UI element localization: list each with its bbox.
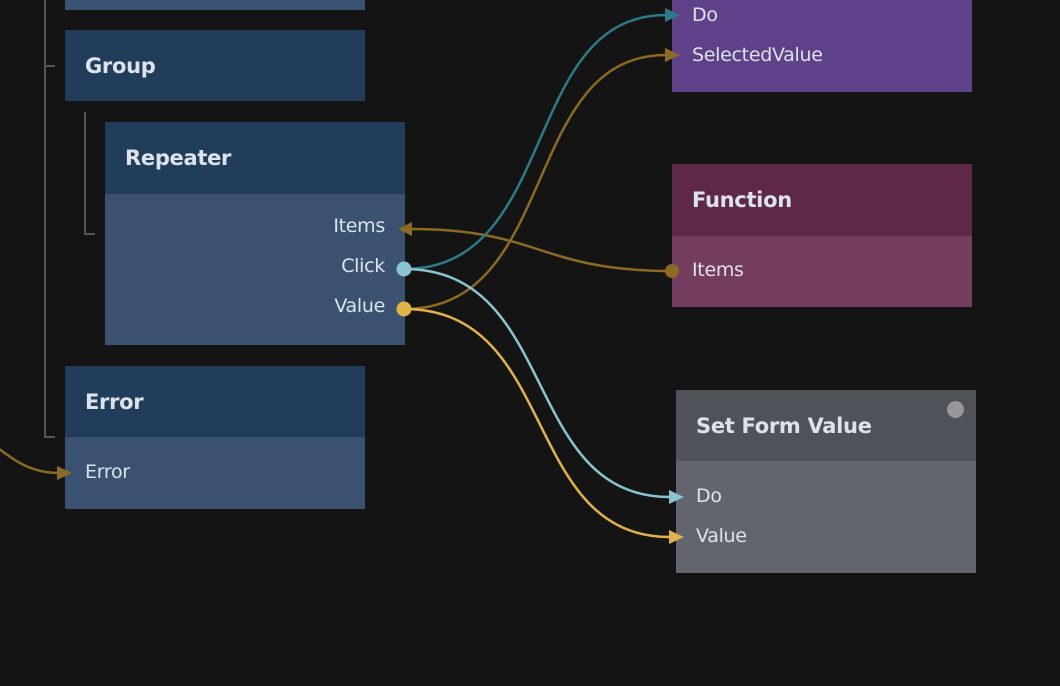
- dot-click[interactable]: [396, 261, 412, 277]
- arrow-sfv-value-icon: [669, 530, 684, 544]
- wire-items[interactable]: [409, 227, 673, 273]
- port-do[interactable]: Do: [692, 4, 718, 26]
- tree-line-outer: [44, 0, 46, 438]
- group-node[interactable]: Group: [65, 30, 365, 101]
- arrow-sfv-do-icon: [669, 490, 684, 504]
- arrow-error-icon: [57, 466, 72, 480]
- function-node[interactable]: Function Items: [672, 164, 972, 307]
- arrow-do-icon: [665, 8, 680, 22]
- error-node[interactable]: Error Error: [65, 366, 365, 509]
- port-sfv-value[interactable]: Value: [696, 525, 747, 547]
- error-node-title: Error: [65, 366, 365, 437]
- port-selectedvalue[interactable]: SelectedValue: [692, 44, 823, 66]
- tree-branch-error: [44, 436, 55, 438]
- set-form-value-node[interactable]: Set Form Value Do Value: [676, 390, 976, 573]
- logic-node[interactable]: Do SelectedValue: [672, 0, 972, 92]
- wire-value-sfv-value[interactable]: [403, 307, 671, 539]
- dot-function-items: [665, 264, 679, 278]
- port-sfv-do[interactable]: Do: [696, 485, 722, 507]
- tree-branch-group: [44, 65, 55, 67]
- tree-line-inner: [84, 112, 86, 235]
- repeater-node-title: Repeater: [105, 122, 405, 194]
- port-value[interactable]: Value: [334, 295, 385, 317]
- repeater-node[interactable]: Repeater Items Click Value: [105, 122, 405, 345]
- set-form-value-title: Set Form Value: [676, 390, 976, 461]
- group-node-title: Group: [65, 30, 365, 101]
- wire-value-selected[interactable]: [403, 53, 667, 311]
- port-error[interactable]: Error: [85, 461, 130, 483]
- tree-branch-repeater: [84, 233, 95, 235]
- wire-click-sfv-do[interactable]: [403, 267, 671, 499]
- wire-click-do[interactable]: [403, 13, 667, 271]
- port-items[interactable]: Items: [333, 215, 385, 237]
- port-function-items[interactable]: Items: [692, 259, 744, 281]
- status-dot-icon: [947, 401, 964, 418]
- dot-value[interactable]: [396, 301, 412, 317]
- arrow-selectedvalue-icon: [665, 48, 680, 62]
- arrow-items-icon: [398, 222, 412, 236]
- function-node-title: Function: [672, 164, 972, 236]
- wire-error[interactable]: [0, 447, 61, 475]
- port-click[interactable]: Click: [341, 255, 385, 277]
- partial-node[interactable]: [65, 0, 365, 10]
